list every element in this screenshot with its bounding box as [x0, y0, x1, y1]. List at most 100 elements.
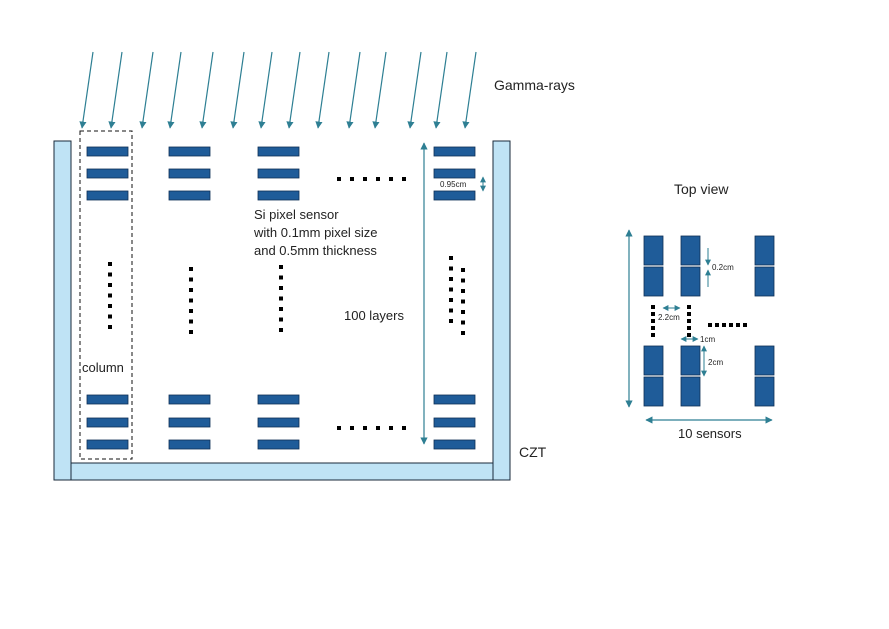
ellipsis-dot	[376, 177, 380, 181]
ellipsis-dot	[363, 177, 367, 181]
ellipsis-dot	[722, 323, 726, 327]
si-sensor	[86, 146, 129, 157]
czt-label: CZT	[519, 444, 547, 460]
ellipsis-dot	[108, 293, 112, 298]
sensors-count-label: 10 sensors	[678, 426, 742, 441]
ellipsis-dot	[461, 289, 465, 293]
gamma-ray-arrow	[407, 51, 422, 129]
si-sensor	[86, 394, 129, 405]
side-sensor-grid	[86, 146, 476, 450]
si-sensor-label-line3: and 0.5mm thickness	[254, 243, 377, 258]
ellipsis-dot	[108, 262, 112, 266]
ellipsis-dot	[108, 283, 112, 287]
ellipsis-dot	[189, 309, 193, 313]
ellipsis-dot	[108, 314, 112, 319]
si-sensor	[86, 417, 129, 428]
czt-right-wall	[492, 140, 511, 481]
ellipsis-dot	[189, 277, 193, 282]
top-view-sensor	[643, 376, 664, 407]
gamma-ray-arrows	[79, 51, 477, 129]
ellipsis-dot	[449, 256, 453, 260]
ellipsis-dot	[449, 266, 453, 271]
ellipsis-dot	[461, 310, 465, 314]
top-view-sensor	[643, 266, 664, 297]
ellipsis-dot	[687, 305, 691, 309]
gamma-ray-arrow	[372, 51, 387, 129]
sensor-height-label: 2cm	[708, 358, 724, 367]
ellipsis-dot	[108, 325, 112, 329]
ellipsis-dot	[449, 277, 453, 281]
gamma-ray-arrow	[139, 51, 154, 129]
layers-label: 100 layers	[344, 308, 404, 323]
gamma-ray-arrow	[230, 51, 245, 129]
ellipsis-dot	[651, 333, 655, 337]
ellipsis-dot	[461, 320, 465, 325]
si-sensor	[257, 394, 300, 405]
top-view-sensor	[643, 235, 664, 266]
side-ellipsis-dots	[108, 177, 465, 430]
top-view-sensor	[680, 235, 701, 266]
si-sensor	[86, 439, 129, 450]
ellipsis-dot	[461, 299, 465, 304]
ellipsis-dot	[402, 426, 406, 430]
ellipsis-dot	[279, 296, 283, 301]
si-sensor	[257, 190, 300, 201]
ellipsis-dot	[687, 333, 691, 337]
ellipsis-dot	[279, 286, 283, 290]
ellipsis-dot	[651, 312, 655, 316]
si-sensor	[433, 146, 476, 157]
si-sensor-label-line2: with 0.1mm pixel size	[254, 225, 378, 240]
si-sensor	[257, 146, 300, 157]
si-sensor	[433, 190, 476, 201]
ellipsis-dot	[350, 177, 354, 181]
sensor-gap-vertical-label: 0.2cm	[712, 263, 734, 272]
si-sensor	[168, 190, 211, 201]
si-sensor	[168, 417, 211, 428]
ellipsis-dot	[651, 326, 655, 330]
top-view-sensor	[754, 235, 775, 266]
column-outline	[79, 130, 133, 460]
ellipsis-dot	[189, 288, 193, 292]
ellipsis-dot	[337, 177, 341, 181]
ellipsis-dot	[279, 307, 283, 311]
gamma-ray-arrow	[433, 51, 448, 129]
ellipsis-dot	[363, 426, 367, 430]
ellipsis-dot	[651, 319, 655, 323]
si-sensor	[257, 417, 300, 428]
ellipsis-dot	[729, 323, 733, 327]
ellipsis-dot	[279, 317, 283, 322]
sensor-pitch-label: 2.2cm	[658, 313, 680, 322]
ellipsis-dot	[449, 287, 453, 292]
ellipsis-dot	[350, 426, 354, 430]
ellipsis-dot	[189, 330, 193, 334]
top-view-sensor-grid	[643, 235, 775, 407]
si-sensor	[168, 146, 211, 157]
gamma-ray-arrow	[79, 51, 94, 129]
ellipsis-dot	[449, 319, 453, 323]
top-view-sensor	[754, 345, 775, 376]
gamma-ray-arrow	[258, 51, 273, 129]
gamma-ray-arrow	[199, 51, 214, 129]
layer-gap-label: 0.95cm	[440, 180, 467, 189]
top-view-sensor	[643, 345, 664, 376]
ellipsis-dot	[189, 319, 193, 324]
top-view-ellipsis-dots	[651, 305, 747, 337]
gamma-ray-arrow	[286, 51, 301, 129]
si-sensor	[168, 168, 211, 179]
ellipsis-dot	[461, 278, 465, 283]
ellipsis-dot	[376, 426, 380, 430]
ellipsis-dot	[279, 265, 283, 269]
ellipsis-dot	[402, 177, 406, 181]
sensor-gap-horizontal-label: 1cm	[700, 335, 716, 344]
czt-base	[70, 462, 494, 481]
ellipsis-dot	[389, 426, 393, 430]
si-sensor	[433, 168, 476, 179]
si-sensor	[433, 417, 476, 428]
ellipsis-dot	[449, 298, 453, 302]
ellipsis-dot	[687, 319, 691, 323]
ellipsis-dot	[743, 323, 747, 327]
ellipsis-dot	[189, 298, 193, 303]
si-sensor	[86, 190, 129, 201]
top-view-sensor	[680, 266, 701, 297]
gamma-ray-arrow	[167, 51, 182, 129]
